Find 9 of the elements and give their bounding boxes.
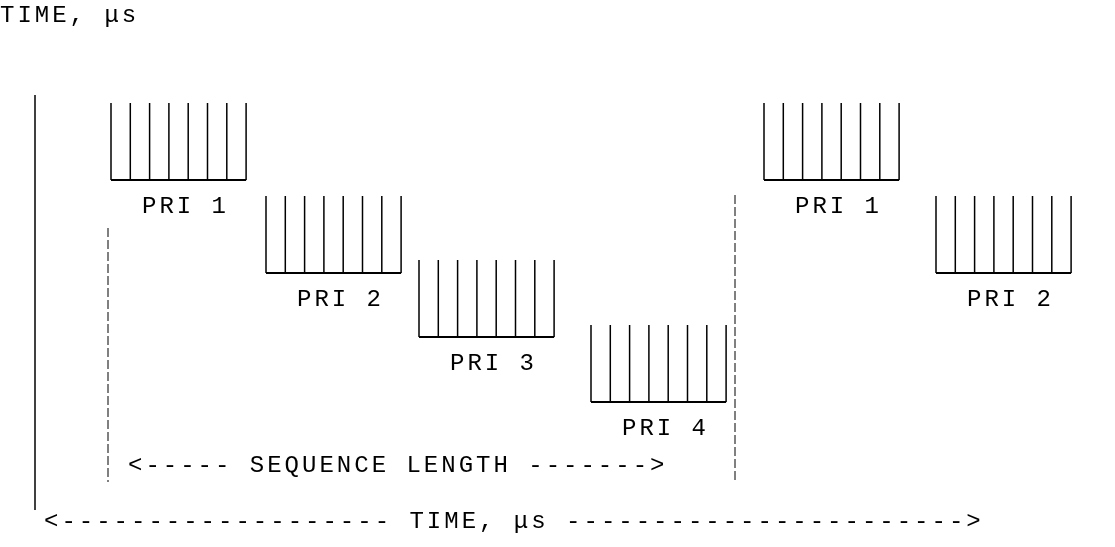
span-label: <------------------- TIME, μs -----------------------> xyxy=(44,508,984,536)
span-label: <----- SEQUENCE LENGTH -------> xyxy=(128,452,668,480)
pulse-label: PRI 2 xyxy=(967,286,1054,314)
pulse-label: PRI 3 xyxy=(450,350,537,378)
pulse-label: PRI 2 xyxy=(297,286,384,314)
pulse-label: PRI 1 xyxy=(795,193,882,221)
pulse-label: PRI 1 xyxy=(142,193,229,221)
axis-title: TIME, μs xyxy=(0,2,140,30)
pulse-label: PRI 4 xyxy=(622,415,709,443)
